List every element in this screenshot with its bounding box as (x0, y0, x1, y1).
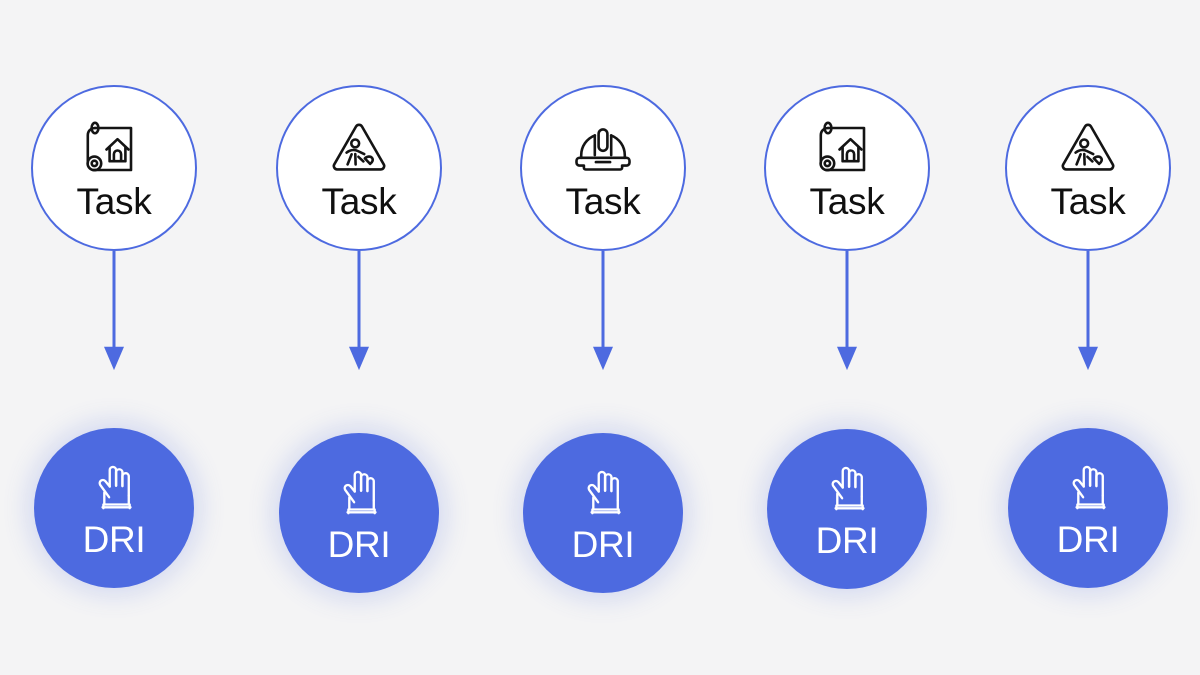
task-node-3[interactable]: Task (764, 85, 930, 251)
dri-node-0[interactable]: DRI (34, 428, 194, 588)
task-label: Task (565, 180, 641, 222)
arrow-down-icon (593, 251, 613, 371)
task-node-0[interactable]: Task (31, 85, 197, 251)
connector-arrow-4 (1075, 251, 1101, 373)
dri-label: DRI (571, 523, 635, 565)
hand-palm-icon (587, 470, 621, 514)
connector-arrow-3 (834, 251, 860, 373)
connector-arrow-0 (101, 251, 127, 373)
construction-warning-icon (332, 123, 386, 171)
dri-label: DRI (327, 523, 391, 565)
arrow-down-icon (104, 251, 124, 371)
task-node-1[interactable]: Task (276, 85, 442, 251)
dri-label: DRI (1056, 518, 1120, 560)
task-label: Task (1050, 180, 1126, 222)
arrow-down-icon (837, 251, 857, 371)
task-label: Task (321, 180, 397, 222)
arrow-down-icon (1078, 251, 1098, 371)
construction-warning-icon (1061, 123, 1115, 171)
hand-palm-icon (343, 470, 377, 514)
dri-node-3[interactable]: DRI (767, 429, 927, 589)
task-label: Task (809, 180, 885, 222)
task-label: Task (76, 180, 152, 222)
task-node-4[interactable]: Task (1005, 85, 1171, 251)
dri-node-2[interactable]: DRI (523, 433, 683, 593)
dri-node-1[interactable]: DRI (279, 433, 439, 593)
connector-arrow-1 (346, 251, 372, 373)
hand-palm-icon (98, 465, 132, 509)
arrow-down-icon (349, 251, 369, 371)
blueprint-house-icon (86, 121, 133, 172)
task-node-2[interactable]: Task (520, 85, 686, 251)
connector-arrow-2 (590, 251, 616, 373)
blueprint-house-icon (819, 121, 866, 172)
hand-palm-icon (1072, 465, 1106, 509)
dri-label: DRI (815, 519, 879, 561)
hard-hat-icon (575, 127, 631, 171)
hand-palm-icon (831, 466, 865, 510)
dri-label: DRI (82, 518, 146, 560)
dri-node-4[interactable]: DRI (1008, 428, 1168, 588)
